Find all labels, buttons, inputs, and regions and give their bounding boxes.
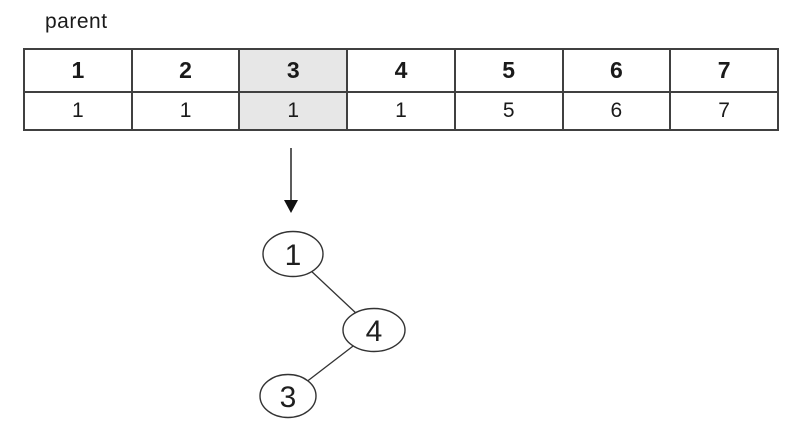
value-cell: 1: [346, 91, 456, 131]
index-cell: 2: [130, 48, 241, 93]
value-cell-highlighted: 1: [238, 91, 349, 131]
array-title: parent: [45, 10, 108, 33]
value-cell: 6: [561, 91, 672, 131]
index-cell: 7: [669, 48, 779, 93]
index-cell: 6: [561, 48, 672, 93]
value-cell: 7: [669, 91, 779, 131]
tree-node-circle-3: [259, 373, 317, 419]
index-row: 1 2 3 4 5 6 7: [23, 48, 779, 93]
tree-node-circle-1: [262, 230, 324, 278]
value-cell: 5: [453, 91, 564, 131]
tree-node-label: 1: [285, 239, 302, 272]
tree-node-label: 3: [280, 381, 297, 414]
tree-node-circle-4: [342, 307, 406, 353]
value-cell: 1: [130, 91, 241, 131]
down-arrow-head: [284, 200, 298, 213]
index-cell: 1: [23, 48, 133, 93]
index-cell-highlighted: 3: [238, 48, 349, 93]
value-cell: 1: [23, 91, 133, 131]
parent-array-table: 1 2 3 4 5 6 7 1 1 1 1 5 6 7: [23, 48, 779, 131]
index-cell: 4: [346, 48, 456, 93]
index-cell: 5: [453, 48, 564, 93]
value-row: 1 1 1 1 5 6 7: [23, 91, 779, 131]
tree-node-label: 4: [366, 315, 383, 348]
